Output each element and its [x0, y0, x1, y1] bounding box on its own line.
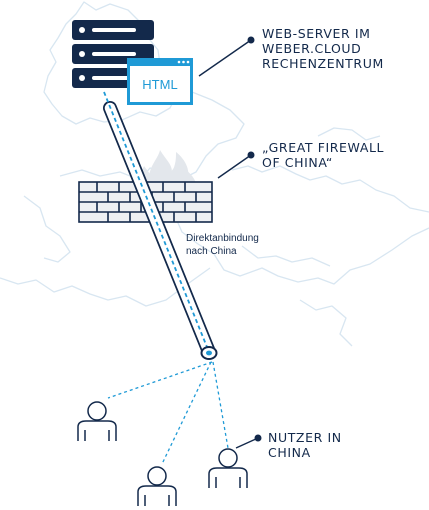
map-outline: [0, 1, 429, 347]
callout-webserver-line-3: RECHENZENTRUM: [262, 56, 384, 71]
user-icon: [208, 448, 248, 488]
callout-users-line-2: CHINA: [268, 445, 311, 460]
browser-window-icon: HTML: [127, 58, 193, 105]
callout-webserver-line-2: WEBER.CLOUD: [262, 41, 362, 56]
connection-label-line-2: nach China: [186, 246, 237, 257]
callout-leader-webserver: [198, 39, 252, 77]
callout-webserver: WEB-SERVER IM WEBER.CLOUD RECHENZENTRUM: [262, 26, 384, 71]
callout-users-line-1: NUTZER IN: [268, 430, 342, 445]
user-connection-lines: [107, 361, 229, 465]
user-icon: [77, 401, 117, 441]
callout-firewall-line-1: „GREAT FIREWALL: [262, 140, 385, 155]
connection-label-line-1: Direktanbindung: [186, 233, 259, 244]
browser-window-label: HTML: [142, 77, 177, 92]
callout-leader-firewall: [217, 154, 252, 179]
connection-line-user-right: [212, 361, 229, 449]
callout-firewall: „GREAT FIREWALL OF CHINA“: [262, 140, 384, 170]
callout-users: NUTZER IN CHINA: [268, 430, 342, 460]
user-icon: [137, 466, 177, 506]
connection-line-user-middle: [161, 361, 212, 465]
connection-label: Direktanbindung nach China: [186, 232, 259, 258]
callout-leader-users: [235, 437, 259, 449]
callout-firewall-line-2: OF CHINA“: [262, 155, 333, 170]
tunnel-pipe-icon: [103, 91, 218, 360]
connection-line-user-left: [107, 361, 213, 399]
callout-webserver-line-1: WEB-SERVER IM: [262, 26, 371, 41]
callout-leaders: [198, 36, 262, 449]
